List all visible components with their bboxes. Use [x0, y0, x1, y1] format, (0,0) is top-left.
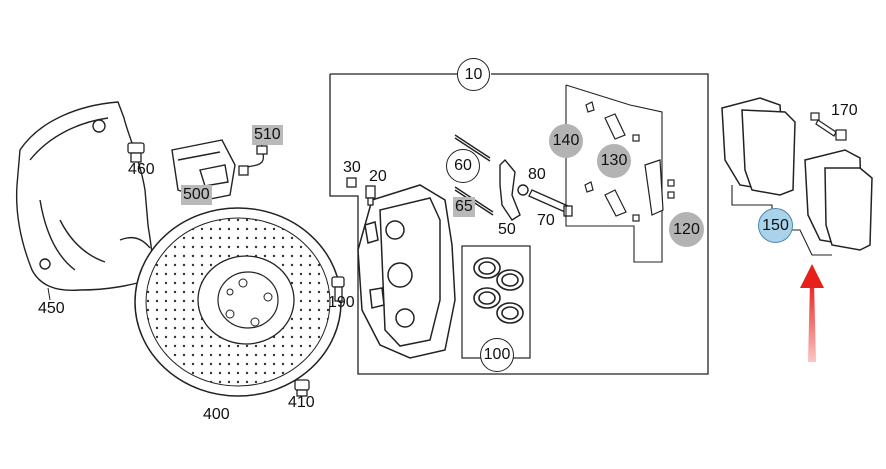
part-number-30: 30	[343, 159, 361, 176]
part-callout-140: 140	[549, 124, 583, 158]
part-number-140: 140	[552, 132, 580, 149]
part-number-130: 130	[600, 152, 628, 169]
bolt-460-drawing	[127, 142, 145, 163]
part-number-60: 60	[454, 157, 472, 174]
caliper-drawing	[357, 184, 456, 359]
part-number-400: 400	[203, 406, 230, 423]
part-number-500: 500	[181, 185, 212, 205]
brake-pads-drawing	[721, 97, 873, 251]
part-number-150: 150	[762, 216, 789, 234]
dust-shield-drawing	[15, 101, 153, 292]
red-arrow-icon	[800, 264, 824, 362]
part-number-120: 120	[673, 220, 700, 238]
bolt-190-drawing	[331, 276, 345, 302]
part-callout-150[interactable]: 150	[758, 208, 793, 243]
wear-sensor-170-drawing	[810, 112, 847, 141]
brake-disc-drawing	[134, 207, 342, 397]
part-number-410: 410	[288, 394, 315, 411]
bolt-410-drawing	[294, 379, 310, 397]
part-callout-10: 10	[457, 58, 490, 91]
part-number-65: 65	[453, 197, 475, 217]
hardware-drawing	[584, 101, 675, 222]
guide-pin-drawing	[528, 189, 573, 217]
part-number-460: 460	[128, 161, 155, 178]
part-number-20: 20	[369, 168, 387, 185]
part-number-170: 170	[831, 102, 858, 119]
part-number-510: 510	[252, 125, 283, 145]
part-number-70: 70	[537, 212, 555, 229]
part-number-80: 80	[528, 166, 546, 183]
part-callout-120: 120	[669, 212, 704, 247]
seal-rings-drawing	[473, 257, 524, 324]
part-callout-100: 100	[480, 338, 514, 372]
part-number-50: 50	[498, 221, 516, 238]
hardware-frame	[565, 84, 663, 263]
bleed-screw-drawing	[346, 177, 376, 206]
wear-sensor-510-drawing	[238, 141, 268, 176]
part-callout-130: 130	[597, 144, 631, 178]
part-number-100: 100	[483, 346, 511, 363]
spring-clip-drawing	[499, 158, 529, 221]
part-number-190: 190	[328, 294, 355, 311]
part-number-10: 10	[464, 65, 483, 83]
part-number-450: 450	[38, 300, 65, 317]
part-callout-60: 60	[446, 149, 480, 183]
